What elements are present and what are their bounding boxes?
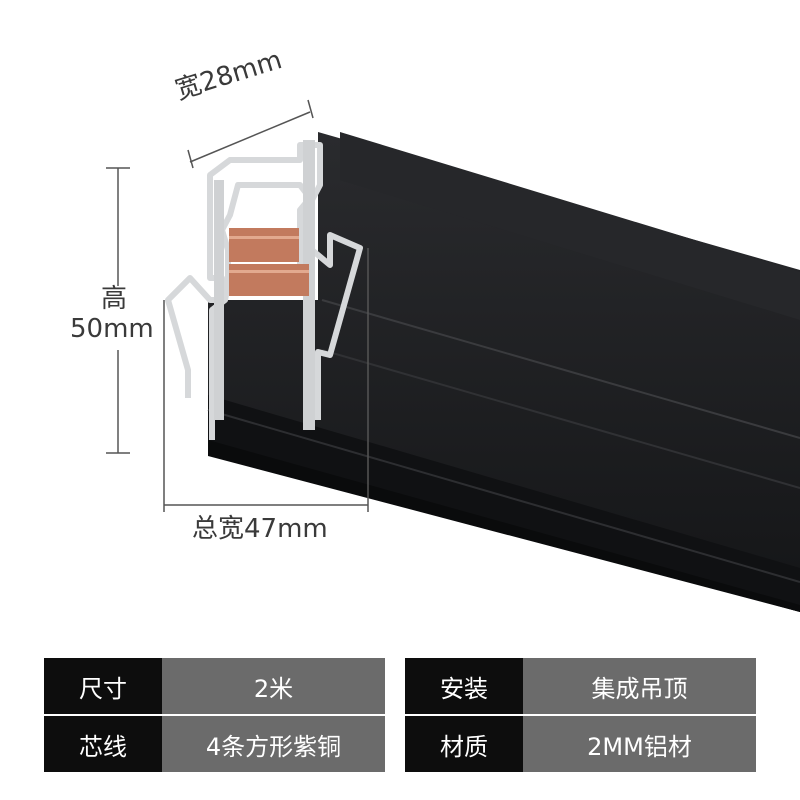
spec-gap: [385, 716, 405, 772]
spec-row: 尺寸 2米 安装 集成吊顶: [44, 658, 756, 714]
height-value-label: 50mm: [70, 314, 154, 344]
spec-key-core: 芯线: [44, 716, 162, 772]
total-width-label: 总宽47mm: [192, 514, 328, 544]
spec-key-material: 材质: [405, 716, 523, 772]
copper-conductors: [229, 228, 309, 296]
height-name-label: 高: [101, 284, 128, 314]
spec-key-size: 尺寸: [44, 658, 162, 714]
spec-key-install: 安装: [405, 658, 523, 714]
spec-table: 尺寸 2米 安装 集成吊顶 芯线 4条方形紫铜 材质 2MM铝材: [44, 658, 756, 774]
spec-value-install: 集成吊顶: [523, 658, 756, 714]
dimension-lines: [106, 99, 369, 512]
spec-value-core: 4条方形紫铜: [162, 716, 385, 772]
track-profile-illustration: [106, 99, 800, 612]
spec-row: 芯线 4条方形紫铜 材质 2MM铝材: [44, 716, 756, 772]
spec-gap: [385, 658, 405, 714]
spec-value-material: 2MM铝材: [523, 716, 756, 772]
spec-value-size: 2米: [162, 658, 385, 714]
